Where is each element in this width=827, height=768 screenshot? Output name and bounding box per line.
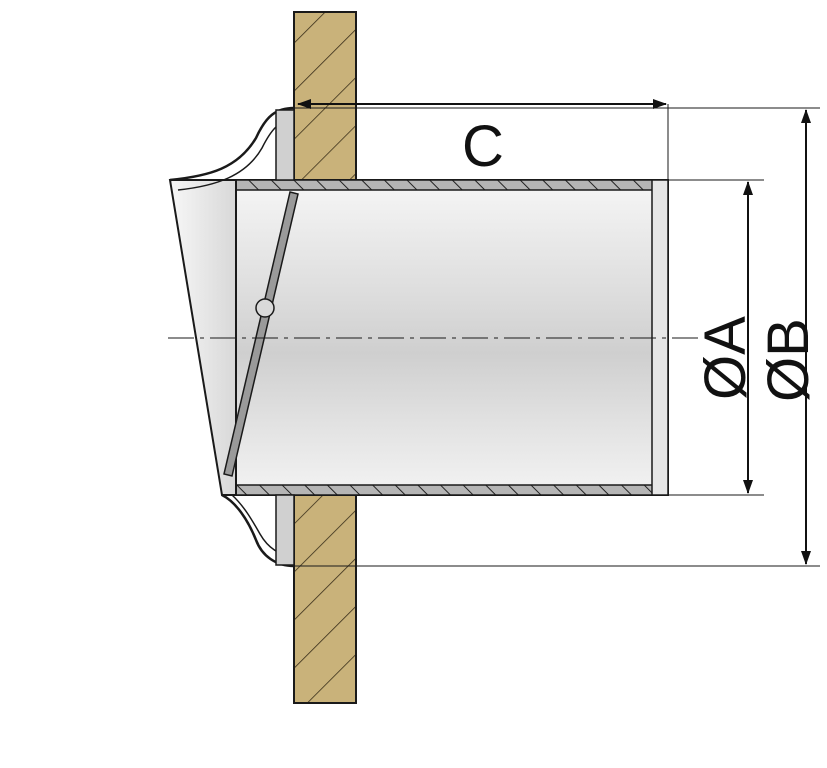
dimension-c: C [297, 99, 667, 179]
extension-lines [294, 104, 820, 567]
dimension-a-label: ØA [693, 316, 758, 400]
flap-valve [223, 191, 299, 477]
dimension-b-label: ØB [756, 318, 821, 402]
transom-wood [293, 11, 357, 704]
dimension-b: ØB [756, 109, 821, 565]
dimension-a: ØA [693, 181, 758, 494]
dimension-c-label: C [462, 114, 504, 179]
